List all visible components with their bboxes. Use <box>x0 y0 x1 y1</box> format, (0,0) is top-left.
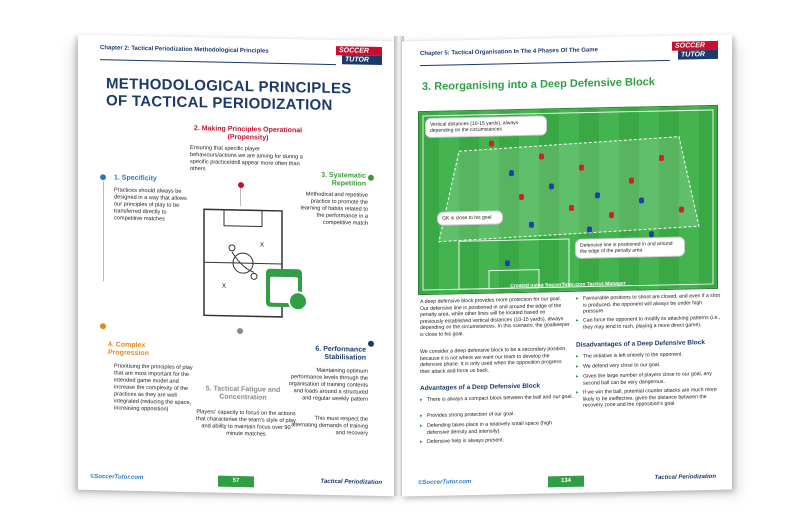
page-title: METHODOLOGICAL PRINCIPLES OF TACTICAL PE… <box>106 75 352 115</box>
clock-icon <box>288 291 308 312</box>
principle-6-marker <box>368 340 374 347</box>
player-blue <box>639 197 644 204</box>
player-red <box>489 140 494 147</box>
principle-5-marker <box>237 328 243 335</box>
principle-1-body: Practices should always be designed in a… <box>114 187 187 223</box>
footer-site: ©SoccerTutor.com <box>90 473 144 482</box>
intro-paragraph: A deep defensive block provides more pro… <box>420 296 570 339</box>
principle-2-marker <box>238 182 244 189</box>
svg-text:x: x <box>222 281 226 290</box>
page-number: 57 <box>218 475 254 488</box>
pitch-lines <box>422 109 714 291</box>
player-red <box>629 177 634 184</box>
chapter-header: Chapter 2: Tactical Periodization Method… <box>100 45 269 55</box>
player-blue <box>529 221 534 228</box>
advantages-heading: Advantages of a Deep Defensive Block <box>420 382 540 393</box>
header-rule <box>100 59 336 66</box>
player-blue <box>587 226 592 233</box>
principle-3-marker <box>368 174 374 181</box>
advantage-item: Favourable positions to shoot are closed… <box>576 293 725 316</box>
disadvantages-heading: Disadvantages of a Deep Defensive Block <box>576 339 705 349</box>
principle-5-body: Players' capacity to focus on the action… <box>196 409 296 438</box>
principle-6-body-2: This must respect the alternating demand… <box>291 415 368 437</box>
advantage-item: Can force the opponent to modify its att… <box>576 315 725 331</box>
player-red <box>569 204 574 211</box>
tactics-diagram: Vertical distances (10-15 yards), always… <box>418 104 718 296</box>
tactics-board-graphic: x x <box>203 208 283 318</box>
principle-4-title: 4. Complex Progression <box>108 341 149 358</box>
callout-defensive-line: Defensive line is positioned in and arou… <box>575 236 685 259</box>
advantage-item: Provides strong protection of our goal. <box>420 410 575 420</box>
principle-5-title: 5. Tactical Fatigue and Concentration <box>205 385 281 402</box>
connector-line <box>103 181 104 282</box>
player-blue <box>649 231 654 238</box>
disadvantage-item: If we win the ball, potential counter at… <box>576 387 725 410</box>
right-page: Chapter 5: Tactical Organisation In The … <box>402 34 732 497</box>
disadvantage-item: Given the large number of players close … <box>576 371 725 387</box>
header-rule <box>420 59 670 67</box>
footer-title: Tactical Periodization <box>654 473 716 482</box>
player-red <box>539 153 544 160</box>
principle-2-body: Ensuring that specific player behaviours… <box>190 145 303 173</box>
connector-line <box>240 188 241 207</box>
principle-6-title: 6. Performance Stabilisation <box>315 345 366 362</box>
disadvantage-item: We defend very close to our goal. <box>576 361 725 371</box>
left-page: Chapter 2: Tactical Periodization Method… <box>78 34 396 497</box>
section-title: 3. Reorganising into a Deep Defensive Bl… <box>422 76 655 94</box>
principle-1-title: 1. Specificity <box>114 174 157 183</box>
advantage-item: Defending takes place in a relatively sm… <box>420 420 575 436</box>
advantage-item: Defensive help is always present. <box>420 436 575 446</box>
footer-title: Tactical Periodization <box>320 478 382 487</box>
svg-text:x: x <box>260 239 264 248</box>
player-blue-goalkeeper <box>505 260 510 267</box>
book-spine <box>394 36 404 496</box>
player-blue <box>549 183 554 190</box>
principle-4-marker <box>100 323 106 330</box>
advantage-item: There is always a compact block between … <box>420 394 575 404</box>
footer-site: ©SoccerTutor.com <box>418 479 472 487</box>
player-red <box>609 212 614 219</box>
player-red <box>679 206 684 213</box>
principle-2-title: 2. Making Principles Operational (Propen… <box>193 125 303 142</box>
calendar-icon <box>266 268 308 312</box>
soccer-tutor-logo: SOCCER TUTOR <box>672 40 718 60</box>
player-red <box>659 154 664 162</box>
player-red <box>519 193 524 201</box>
principle-1-marker <box>100 174 106 181</box>
principle-4-body: Prioritising the principles of play that… <box>114 363 193 413</box>
callout-gk: GK is close to his goal <box>437 210 503 226</box>
intro-paragraph-2: We consider a deep defensive block to be… <box>420 346 567 375</box>
principle-6-body: Maintaining optimum performance levels t… <box>288 367 368 403</box>
player-blue <box>509 170 514 177</box>
callout-vertical-distance: Vertical distances (10-15 yards), always… <box>425 115 547 138</box>
principle-3-body: Methodical and repetitive practice to pr… <box>300 191 368 227</box>
soccer-tutor-logo: SOCCER TUTOR <box>336 46 382 66</box>
player-blue <box>595 192 600 199</box>
chapter-header: Chapter 5: Tactical Organisation In The … <box>420 47 598 58</box>
player-red <box>579 164 584 171</box>
page-number: 134 <box>548 475 584 488</box>
principle-3-title: 3. Systematic Repetition <box>321 171 366 188</box>
disadvantage-item: The initiative is left entirely to the o… <box>576 351 725 361</box>
